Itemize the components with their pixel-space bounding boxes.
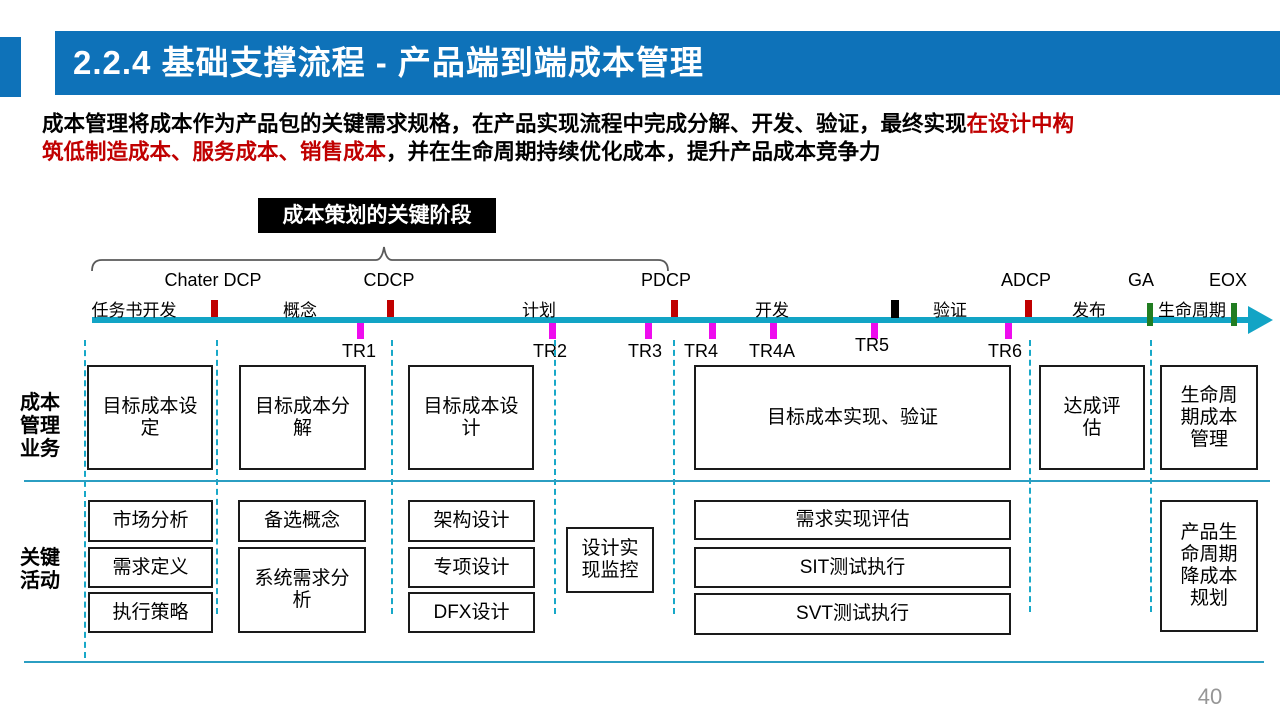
phase-label-renwushu: 任务书开发 [91,301,177,320]
activity-box-sit-test: SIT测试执行 [694,547,1011,588]
tr-tick-tr3 [645,323,652,339]
milestone-label-chater-dcp: Chater DCP [164,270,262,290]
milestone-tick-unnamed [891,300,899,318]
tr-label-tr6: TR6 [987,341,1023,361]
milestone-label-eox: EOX [1208,270,1248,290]
column-guide-chater [216,340,218,614]
phase-label-shengmingzhouqi: 生命周期 [1158,301,1226,320]
column-guide-start [84,340,86,658]
activity-box-market-analysis: 市场分析 [88,500,213,542]
business-box-lifecycle-cost-mgmt: 生命周 期成本 管理 [1160,365,1258,470]
milestone-tick-pdcp [671,300,678,317]
tr-tick-tr6 [1005,323,1012,339]
tr-tick-tr1 [357,323,364,339]
tr-label-tr4a: TR4A [748,341,796,361]
tr-tick-tr2 [549,323,556,339]
business-box-target-cost-breakdown: 目标成本分 解 [239,365,366,470]
phase-label-fabu: 发布 [1072,301,1106,320]
column-guide-tr2 [554,340,556,614]
phase-label-kaifa: 开发 [755,301,789,320]
page-title: 2.2.4 基础支撑流程 - 产品端到端成本管理 [73,44,704,81]
row-label-activity: 关键活动 [20,547,60,592]
business-box-target-cost-design: 目标成本设 计 [408,365,534,470]
activity-box-requirement-evaluation: 需求实现评估 [694,500,1011,540]
tr-tick-tr5 [871,323,878,339]
tr-label-tr2: TR2 [532,341,568,361]
timeline-line [92,317,1250,323]
phase-label-jihua: 计划 [522,301,556,320]
activity-box-special-design: 专项设计 [408,547,535,588]
activity-box-architecture-design: 架构设计 [408,500,535,542]
milestone-tick-eox [1231,303,1237,326]
row-label-business: 成本管理业务 [20,392,60,460]
brace-shape [91,246,669,272]
intro-text-black-1: 成本管理将成本作为产品包的关键需求规格，在产品实现流程中完成分解、开发、验证，最… [42,112,967,136]
activity-box-svt-test: SVT测试执行 [694,593,1011,635]
milestone-label-adcp: ADCP [1000,270,1052,290]
column-guide-pdcp [673,340,675,614]
tr-label-tr4: TR4 [683,341,719,361]
row-separator [24,480,1270,482]
activity-box-lifecycle-cost-reduction: 产品生 命周期 降成本 规划 [1160,500,1258,632]
column-guide-cdcp [391,340,393,614]
column-guide-adcp [1029,340,1031,612]
intro-text-red-1: 在设计中构 [966,112,1075,136]
tr-label-tr1: TR1 [341,341,377,361]
activity-box-alternative-concept: 备选概念 [238,500,366,542]
footer-separator [24,661,1264,663]
tr-tick-tr4 [709,323,716,339]
phase-label-gainian: 概念 [283,301,317,320]
milestone-label-pdcp: PDCP [640,270,692,290]
activity-box-requirement-define: 需求定义 [88,547,213,588]
business-box-target-cost-setting: 目标成本设 定 [87,365,213,470]
activity-box-dfx-design: DFX设计 [408,592,535,633]
header-accent-bar [0,37,21,97]
intro-paragraph: 成本管理将成本作为产品包的关键需求规格，在产品实现流程中完成分解、开发、验证，最… [42,110,1252,166]
milestone-tick-cdcp [387,300,394,317]
milestone-label-ga: GA [1127,270,1155,290]
business-box-target-cost-realize: 目标成本实现、验证 [694,365,1011,470]
milestone-tick-chater-dcp [211,300,218,317]
milestone-tick-ga [1147,303,1153,326]
tr-label-tr5: TR5 [854,335,890,355]
milestone-label-cdcp: CDCP [363,270,415,290]
phase-label-yanzheng: 验证 [933,301,967,320]
activity-box-system-requirement: 系统需求分 析 [238,547,366,633]
page-number: 40 [1197,684,1223,709]
intro-text-red-2: 筑低制造成本、服务成本、销售成本 [42,140,387,164]
activity-box-design-monitoring: 设计实 现监控 [566,527,654,593]
tr-tick-tr4a [770,323,777,339]
activity-box-execution-strategy: 执行策略 [88,592,213,633]
tr-label-tr3: TR3 [627,341,663,361]
timeline-arrowhead [1248,306,1273,334]
header-bar [55,31,1280,95]
milestone-tick-adcp [1025,300,1032,317]
business-box-achievement-evaluation: 达成评 估 [1039,365,1145,470]
intro-text-black-2: ，并在生命周期持续优化成本，提升产品成本竞争力 [386,140,881,164]
column-guide-ga [1150,340,1152,612]
callout-label: 成本策划的关键阶段 [258,198,496,233]
